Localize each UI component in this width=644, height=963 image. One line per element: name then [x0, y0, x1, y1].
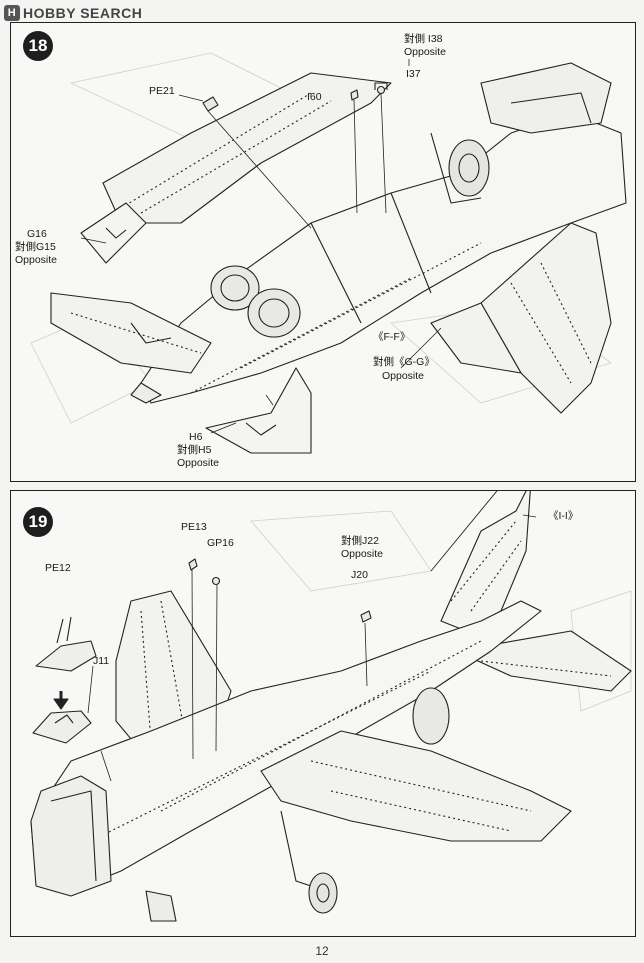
page-number: 12	[315, 944, 329, 958]
label-gp16: GP16	[207, 537, 234, 549]
label-gg-opposite: Opposite	[382, 370, 425, 382]
label-i38-jp: 對側 I38	[404, 33, 443, 45]
label-ff: 《F-F》	[373, 331, 411, 343]
label-ii: 《I-I》	[548, 510, 579, 522]
label-g15-opposite: Opposite	[15, 254, 58, 266]
step-18-drawing	[30, 52, 627, 454]
label-j20: J20	[351, 569, 368, 581]
label-h6: H6	[189, 431, 203, 443]
step-19-drawing	[30, 491, 632, 922]
label-j11: J11	[93, 655, 110, 667]
step-19-panel: 19 PE13 GP16 對側J22 Opposite J20 《I-I》 PE…	[10, 490, 636, 937]
step-18-panel: 18 PE21 I60 對側 I38 Opposite I37 G16 對側G1…	[10, 22, 636, 482]
hobby-search-logo-icon: H	[4, 5, 20, 21]
label-i37: I37	[406, 68, 421, 80]
label-h5-opposite: Opposite	[177, 457, 220, 469]
label-i60: I60	[307, 91, 322, 103]
step-18-badge: 18	[23, 31, 53, 61]
hobby-search-watermark: H HOBBY SEARCH	[4, 4, 142, 22]
label-g16: G16	[27, 228, 47, 240]
step-19-badge: 19	[23, 507, 53, 537]
label-j22-opposite: Opposite	[341, 548, 384, 560]
label-pe12: PE12	[45, 562, 71, 574]
label-pe21: PE21	[149, 85, 175, 97]
label-pe13: PE13	[181, 521, 207, 533]
label-gg-jp: 對側《G-G》	[373, 356, 435, 368]
label-i38-opposite: Opposite	[404, 46, 447, 58]
label-h5-jp: 對側H5	[177, 444, 212, 456]
label-g15-jp: 對側G15	[15, 241, 56, 253]
label-j22-jp: 對側J22	[341, 535, 379, 547]
watermark-text: HOBBY SEARCH	[23, 5, 143, 21]
